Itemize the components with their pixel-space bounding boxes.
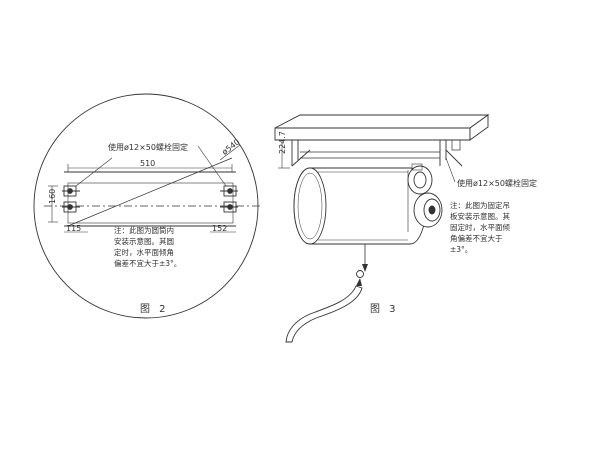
left-bracket — [62, 185, 80, 213]
fig2-dim-left: 115 — [66, 224, 81, 233]
fig2-caption: 图 2 — [140, 303, 169, 315]
figure-2 — [33, 93, 262, 319]
fig3-bolt-label: 使用ø12×50螺栓固定 — [457, 178, 537, 188]
fig3-note-line: 板安装示意图。其 — [450, 211, 510, 221]
gear-motor — [407, 163, 443, 232]
fig2-note-line: 注：此图为圆筒内 — [114, 225, 174, 235]
fig3-note: 注：此图为固定吊 板安装示意图。其 固定时，水平面倾 角偏差不宜大于 ±3°。 — [450, 200, 510, 254]
figure-3 — [274, 114, 490, 343]
mounting-plate-top — [274, 114, 490, 129]
fig2-dim-diameter: ø540 — [220, 137, 241, 157]
fig3-caption: 图 3 — [370, 303, 399, 315]
fig2-bolt-label: 使用ø12×50螺栓固定 — [108, 142, 188, 152]
fig3-note-line: ±3°。 — [450, 245, 472, 254]
fig3-dim-height: 224.7 — [278, 131, 287, 154]
fig2-dim-width: 510 — [140, 159, 155, 168]
fig2-note: 注：此图为圆筒内 安装示意图。其圆 定时，水平面倾角 偏差不宜大于±3°。 — [114, 225, 181, 268]
fig2-note-line: 定时，水平面倾角 — [114, 247, 174, 257]
belt-strap — [285, 285, 363, 343]
diameter-leader — [219, 144, 241, 161]
right-bracket — [220, 185, 238, 213]
fig3-note-line: 注：此图为固定吊 — [450, 200, 510, 210]
diagonal-brace — [67, 157, 233, 227]
fig2-dim-right: 152 — [212, 224, 227, 233]
bolt-leader-left — [75, 157, 113, 187]
fig3-bolt-leader — [445, 157, 456, 183]
inner-frame — [67, 182, 234, 224]
fig2-note-line: 偏差不宜大于±3°。 — [114, 258, 181, 268]
mounting-plate-side — [469, 114, 489, 141]
fig3-note-line: 角偏差不宜大于 — [450, 233, 503, 243]
cable-hook — [356, 270, 364, 278]
drum-end-face — [293, 167, 327, 245]
mounting-plate-front — [274, 127, 471, 141]
bolt-leader-right — [197, 145, 227, 187]
fig3-note-line: 固定时，水平面倾 — [450, 222, 510, 232]
fig2-note-line: 安装示意图。其圆 — [114, 236, 174, 246]
fig2-dim-height: 160 — [48, 189, 57, 204]
